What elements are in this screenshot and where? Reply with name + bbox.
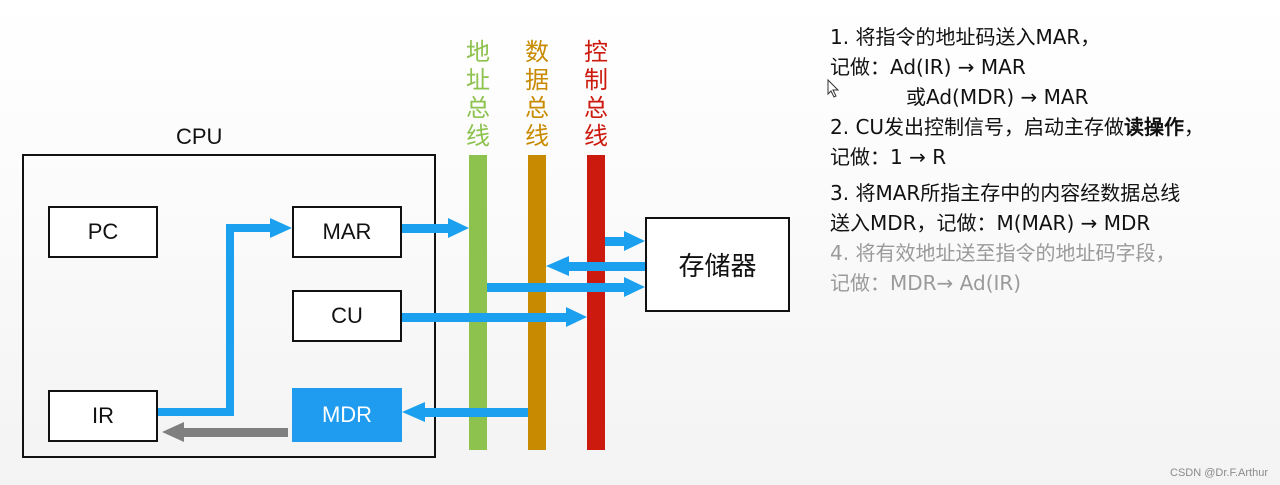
step1-notation-alt: 或Ad(MDR) → MAR (906, 85, 1089, 109)
data-bus (528, 155, 546, 450)
step3-notation: 送入MDR，记做：M(MAR) → MDR (830, 211, 1151, 235)
mdr-to-ir-arrow (182, 428, 288, 437)
ir-to-mar-arrowhead (270, 218, 292, 238)
step2-bold: 读操作 (1124, 115, 1185, 139)
memory-to-data-bus-arrow (568, 262, 645, 271)
cu-to-control-bus-arrowhead (566, 307, 587, 327)
memory-to-data-bus-arrowhead (546, 256, 569, 276)
mar-to-address-bus-arrowhead (448, 218, 469, 238)
step2-text: 2. CU发出控制信号，启动主存做 (830, 115, 1125, 139)
address-bus-label: 地址总线 (466, 38, 490, 150)
cpu-label: CPU (176, 124, 223, 149)
data-bus-to-mdr-arrowhead (402, 402, 425, 422)
steps-notes: 1. 将指令的地址码送入MAR， 记做：Ad(IR) → MAR 或Ad(MDR… (830, 22, 1275, 298)
mdr-register: MDR (292, 388, 402, 442)
step2-line: 2. CU发出控制信号，启动主存做读操作， (830, 112, 1275, 142)
mar-to-address-bus-arrow (402, 224, 450, 233)
step4-notation: 记做：MDR→ Ad(IR) (830, 271, 1022, 295)
step2-end: ， (1184, 115, 1205, 139)
cu-register: CU (292, 290, 402, 342)
mouse-cursor-icon (827, 78, 840, 98)
control-bus-label: 控制总线 (584, 38, 608, 150)
memory-box: 存储器 (645, 217, 790, 312)
ir-register: IR (48, 390, 158, 442)
ir-to-mar-arrow-v (226, 224, 234, 416)
control-to-memory-arrowhead (624, 231, 645, 251)
watermark: CSDN @Dr.F.Arthur (1170, 467, 1268, 479)
control-bus (587, 155, 605, 450)
address-bus (469, 155, 487, 450)
pc-register: PC (48, 206, 158, 258)
cpu-frame (22, 154, 436, 458)
data-bus-to-mdr-arrow (424, 408, 528, 417)
address-bus-to-memory-arrowhead (624, 277, 645, 297)
step1-notation: 记做：Ad(IR) → MAR (830, 55, 1026, 79)
step3-line: 3. 将MAR所指主存中的内容经数据总线 (830, 181, 1181, 205)
ir-to-mar-arrow-h2 (226, 224, 272, 232)
control-to-memory-arrow (605, 237, 625, 246)
step1-line: 1. 将指令的地址码送入MAR， (830, 25, 1101, 49)
data-bus-label: 数据总线 (525, 38, 549, 150)
address-bus-to-memory-arrow (487, 283, 625, 292)
mdr-to-ir-arrowhead (162, 422, 184, 442)
step4-line: 4. 将有效地址送至指令的地址码字段， (830, 241, 1176, 265)
mar-register: MAR (292, 206, 402, 258)
ir-to-mar-arrow-h1 (158, 408, 234, 416)
cu-to-control-bus-arrow (402, 313, 567, 322)
step2-notation: 记做：1 → R (830, 145, 947, 169)
